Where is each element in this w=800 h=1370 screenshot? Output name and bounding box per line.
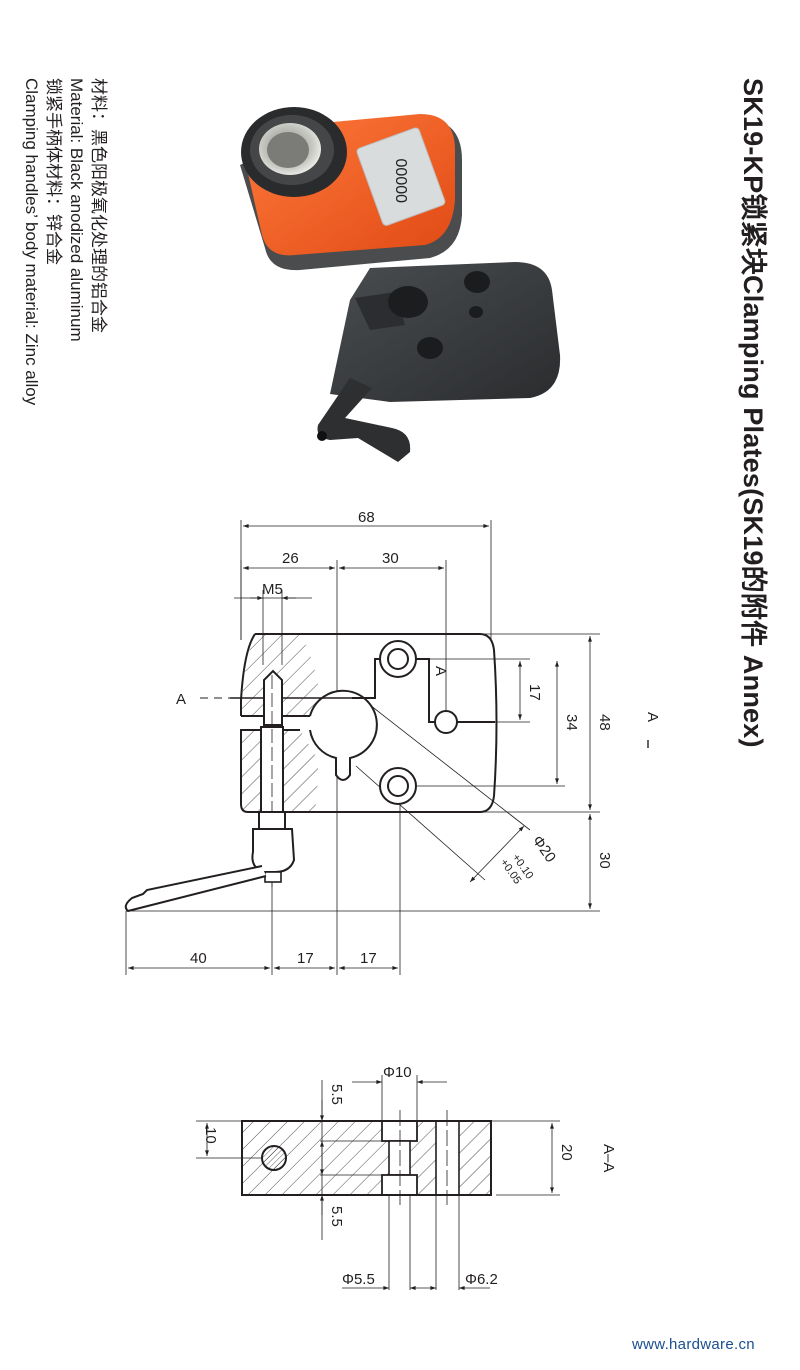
dim-bore-diameter: Φ20: [529, 833, 559, 866]
dim-17-hole: 17: [526, 684, 543, 701]
dim-pin-offset: 10: [202, 1127, 219, 1144]
top-view-drawing: [124, 520, 600, 975]
section-view-labels: Φ10 5.5 5.5 10 20 A–A Φ5.5 Φ6.2: [202, 1064, 617, 1288]
section-label-left: A: [176, 691, 186, 708]
dim-cb-depth-top: 5.5: [328, 1084, 345, 1105]
dim-34: 34: [563, 714, 580, 731]
section-label-inner: A: [432, 666, 449, 676]
counter-digits: 00000: [394, 158, 411, 203]
dim-40: 40: [190, 950, 207, 967]
dim-30: 30: [382, 550, 399, 567]
footer-website[interactable]: www.hardware.cn: [632, 1336, 755, 1353]
dim-m5: M5: [262, 581, 283, 598]
section-title: A–A: [600, 1144, 617, 1172]
dim-17-right: 17: [360, 950, 377, 967]
dim-thickness: 20: [558, 1144, 575, 1161]
dim-68: 68: [358, 509, 375, 526]
position-indicator-photo: 00000: [240, 107, 462, 271]
section-label-right: A: [644, 712, 661, 722]
dim-17-left: 17: [297, 950, 314, 967]
dim-48: 48: [596, 714, 613, 731]
dim-26: 26: [282, 550, 299, 567]
dim-30-handle: 30: [596, 852, 613, 869]
dim-counterbore: Φ10: [383, 1064, 412, 1081]
dim-slot-hole: Φ6.2: [465, 1271, 498, 1288]
clamping-plate-photo: [317, 262, 561, 462]
dim-cb-depth-bottom: 5.5: [328, 1206, 345, 1227]
section-view-drawing: [196, 1075, 560, 1290]
product-photo: 00000: [240, 107, 561, 462]
dim-through-hole: Φ5.5: [342, 1271, 375, 1288]
